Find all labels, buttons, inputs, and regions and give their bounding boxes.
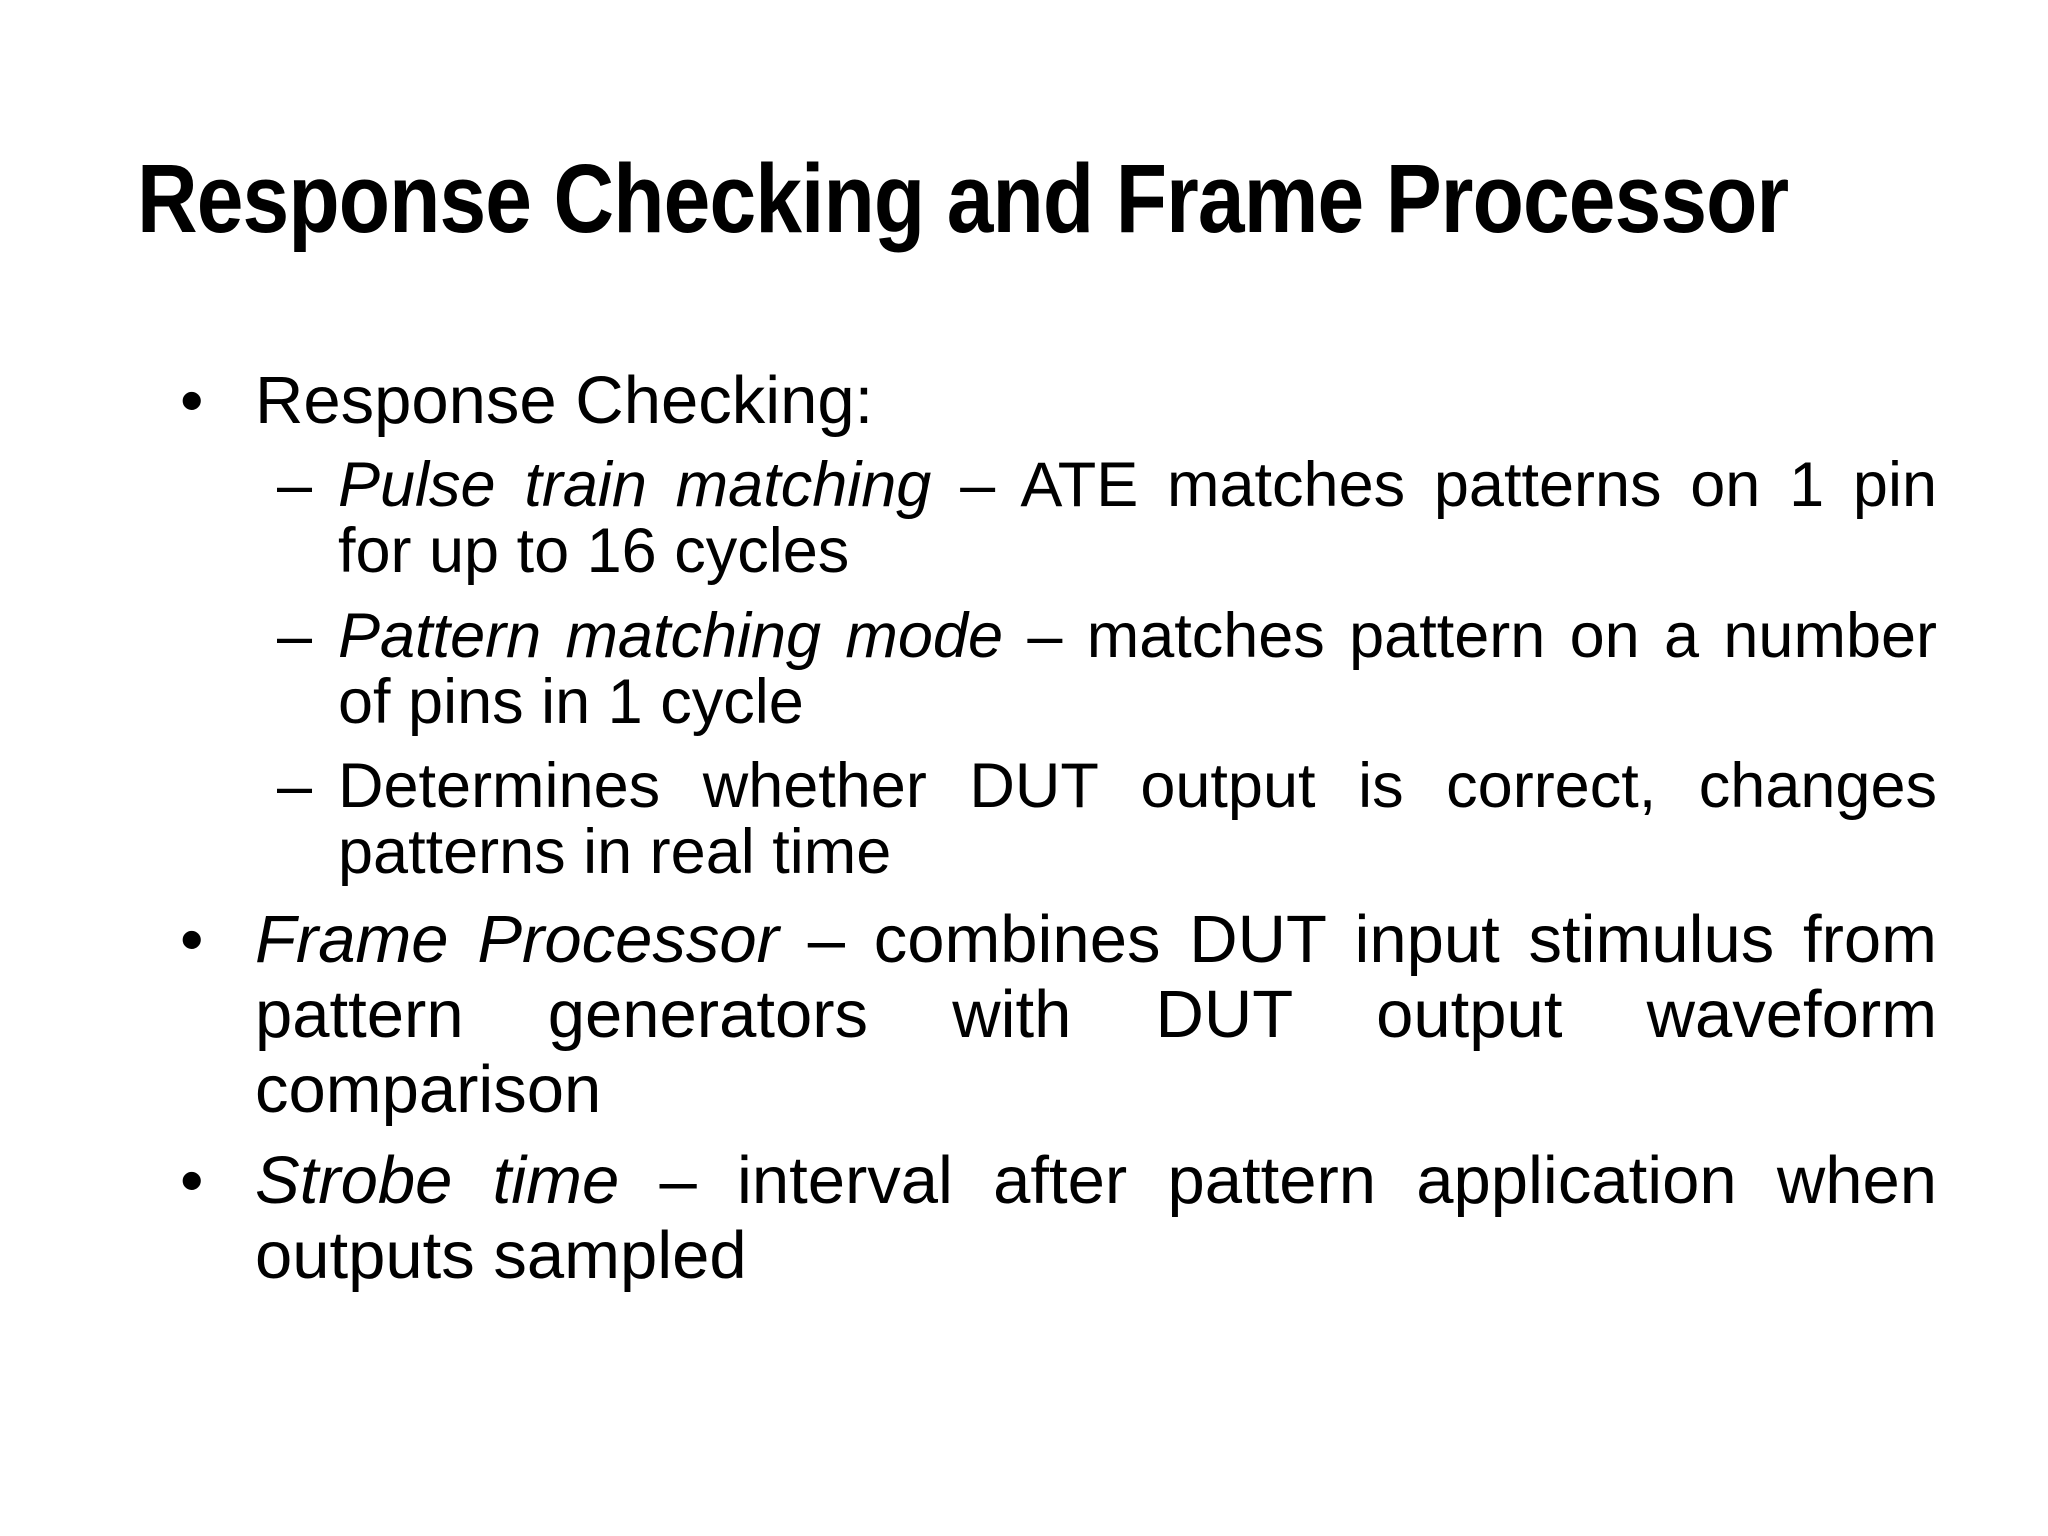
regular-text: comparison <box>255 1052 602 1127</box>
text-line: Strobe time – interval after pattern app… <box>255 1143 1937 1218</box>
bullet-item: • Frame Processor – combines DUT input s… <box>180 902 1937 1127</box>
bullet-item: • Strobe time – interval after pattern a… <box>180 1143 1937 1293</box>
sub-bullet-item: – Determines whether DUT output is corre… <box>277 753 1937 885</box>
text-line: comparison <box>255 1052 1937 1127</box>
bullet-dot-icon: • <box>180 902 204 977</box>
regular-text: – combines DUT input stimulus from <box>778 902 1937 977</box>
text-line: for up to 16 cycles <box>338 518 1937 584</box>
regular-text: for up to 16 cycles <box>338 516 850 586</box>
sub-bullet-item: – Pattern matching mode – matches patter… <box>277 603 1937 735</box>
dash-bullet-icon: – <box>277 751 313 821</box>
slide-body: • Response Checking: – Pulse train match… <box>180 363 1937 1293</box>
text-line: of pins in 1 cycle <box>338 669 1937 735</box>
text-line: Pattern matching mode – matches pattern … <box>338 603 1937 669</box>
text-line: Pulse train matching – ATE matches patte… <box>338 452 1937 518</box>
text-line: Frame Processor – combines DUT input sti… <box>255 902 1937 977</box>
dash-bullet-icon: – <box>277 450 313 520</box>
italic-text: Strobe time <box>255 1143 620 1218</box>
regular-text: – interval after pattern application whe… <box>619 1143 1938 1218</box>
regular-text: – matches pattern on a number <box>1003 601 1937 671</box>
regular-text: outputs sampled <box>255 1218 747 1293</box>
text-line: pattern generators with DUT output wavef… <box>255 977 1937 1052</box>
italic-text: Pattern matching mode <box>338 601 1004 671</box>
text-line: patterns in real time <box>338 819 1937 885</box>
bullet-item: • Response Checking: <box>180 363 1937 438</box>
regular-text: Determines whether DUT output is correct… <box>338 751 1937 821</box>
regular-text: Response Checking: <box>255 363 874 438</box>
regular-text: patterns in real time <box>338 817 892 887</box>
slide-title: Response Checking and Frame Processor <box>137 144 1789 253</box>
regular-text: of pins in 1 cycle <box>338 667 804 737</box>
text-line: outputs sampled <box>255 1218 1937 1293</box>
regular-text: pattern generators with DUT output wavef… <box>255 977 1937 1052</box>
italic-text: Frame Processor <box>255 902 779 977</box>
text-line: Determines whether DUT output is correct… <box>338 753 1937 819</box>
regular-text: – ATE matches patterns on 1 pin <box>931 450 1937 520</box>
text-line: Response Checking: <box>255 363 1937 438</box>
sub-bullet-item: – Pulse train matching – ATE matches pat… <box>277 452 1937 584</box>
dash-bullet-icon: – <box>277 601 313 671</box>
bullet-dot-icon: • <box>180 1143 204 1218</box>
italic-text: Pulse train matching <box>338 450 932 520</box>
bullet-dot-icon: • <box>180 363 204 438</box>
